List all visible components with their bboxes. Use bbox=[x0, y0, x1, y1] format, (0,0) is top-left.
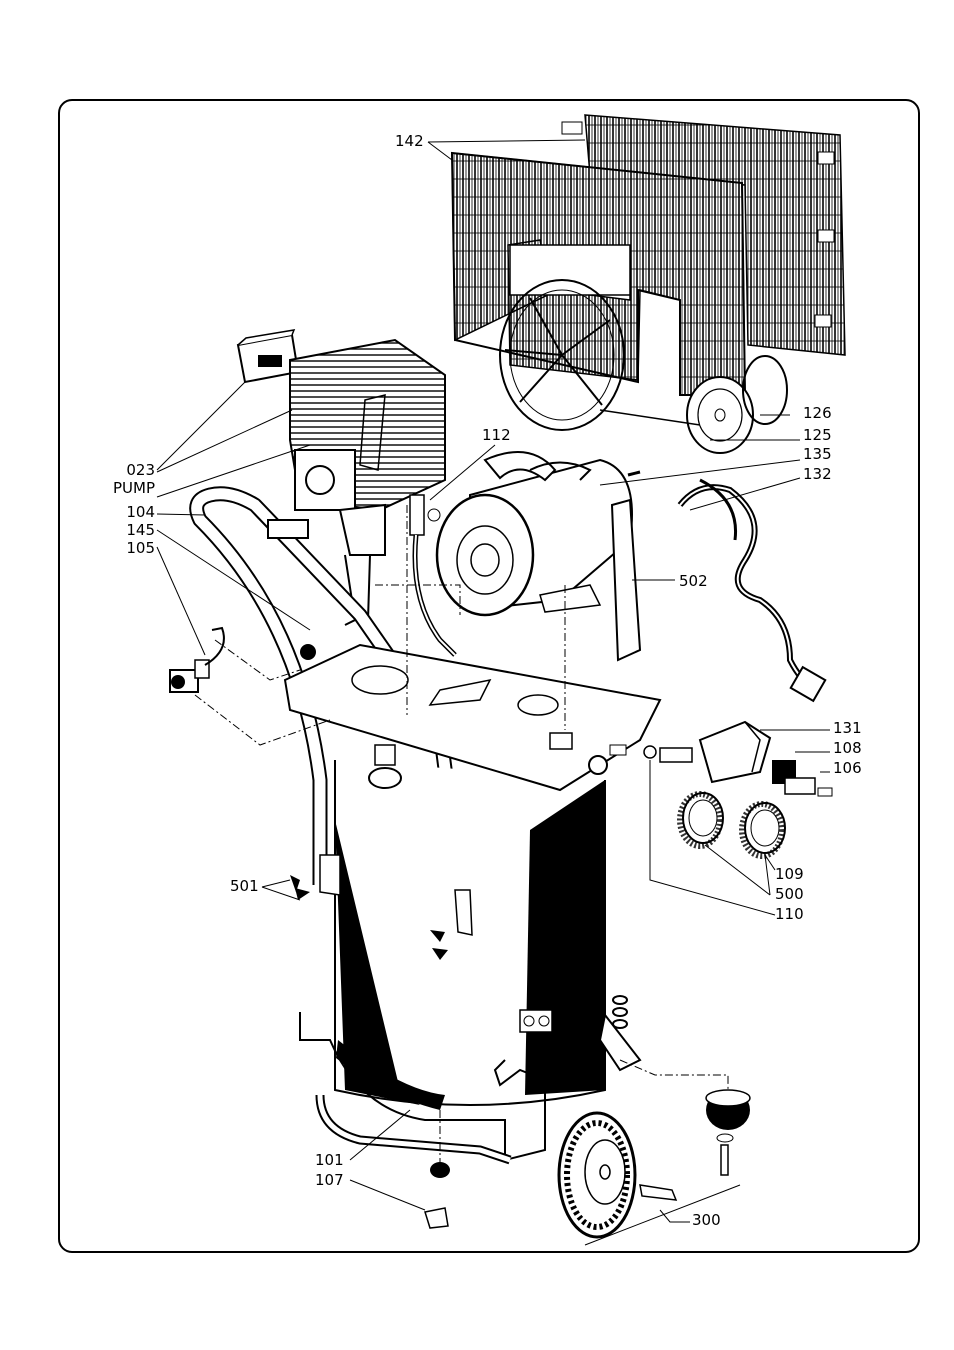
pump-head bbox=[290, 340, 445, 625]
label-142: 142 bbox=[395, 133, 424, 149]
check-valve-fitting bbox=[610, 745, 692, 762]
washers bbox=[613, 996, 627, 1028]
label-135: 135 bbox=[803, 446, 832, 462]
label-500: 500 bbox=[775, 886, 804, 902]
label-108: 108 bbox=[833, 740, 862, 756]
electric-motor bbox=[437, 452, 640, 615]
label-110: 110 bbox=[775, 906, 804, 922]
label-104: 104 bbox=[105, 504, 155, 520]
label-109: 109 bbox=[775, 866, 804, 882]
pressure-gauge-tank bbox=[680, 793, 723, 846]
label-145: 145 bbox=[105, 522, 155, 538]
power-cord bbox=[680, 480, 825, 701]
drive-belt bbox=[600, 410, 700, 425]
label-125: 125 bbox=[803, 427, 832, 443]
label-131: 131 bbox=[833, 720, 862, 736]
wheel bbox=[559, 1113, 676, 1237]
pressure-gauge-outlet bbox=[742, 803, 785, 856]
label-pump: PUMP bbox=[95, 480, 155, 496]
rubber-foot bbox=[706, 1090, 750, 1175]
label-105: 105 bbox=[105, 540, 155, 556]
label-300: 300 bbox=[692, 1212, 721, 1228]
label-023: 023 bbox=[105, 462, 155, 478]
label-501: 501 bbox=[230, 878, 259, 894]
label-101: 101 bbox=[315, 1152, 344, 1168]
label-132: 132 bbox=[803, 466, 832, 482]
label-106: 106 bbox=[833, 760, 862, 776]
label-107: 107 bbox=[315, 1172, 344, 1188]
label-126: 126 bbox=[803, 405, 832, 421]
drain-valve bbox=[425, 1162, 450, 1228]
pressure-switch bbox=[700, 722, 770, 782]
label-502: 502 bbox=[679, 573, 708, 589]
regulator bbox=[772, 760, 832, 796]
belt-guard-front bbox=[452, 153, 745, 395]
label-112: 112 bbox=[482, 427, 511, 443]
